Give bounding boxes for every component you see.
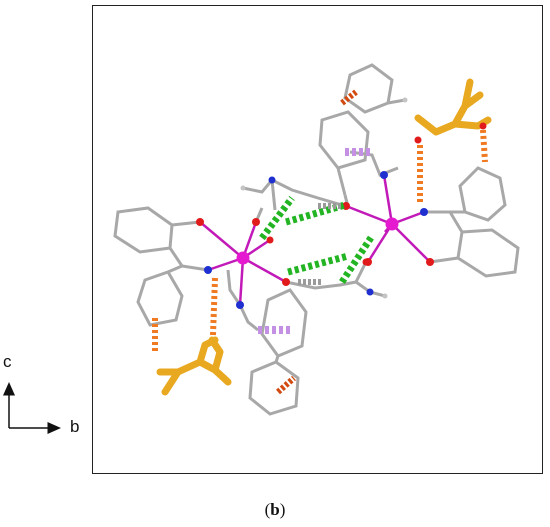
hydrogen-atom xyxy=(240,185,246,191)
solvent-molecule-upper xyxy=(414,78,492,136)
hydrogen-bond-green xyxy=(339,234,375,284)
ethylene-chain xyxy=(226,269,242,306)
figure-caption: (b) xyxy=(0,500,550,520)
phenyl-ring-upper xyxy=(318,110,370,170)
oxygen-atom xyxy=(414,136,422,144)
phenyl-ring-right xyxy=(458,166,507,222)
hydrogen-bond-green xyxy=(287,252,349,276)
coordination-bond xyxy=(242,256,287,284)
coordination-bond xyxy=(391,223,431,263)
figure-frame xyxy=(92,5,543,474)
bond xyxy=(429,256,459,264)
phenolate-ring-left xyxy=(113,206,174,254)
bond xyxy=(387,98,406,105)
bond xyxy=(167,264,183,274)
oxygen-atom xyxy=(479,122,487,130)
bond xyxy=(354,261,368,283)
bond xyxy=(274,355,280,363)
coordination-bond xyxy=(382,174,394,225)
hydrogen-bond-green xyxy=(285,201,346,226)
imine-bond xyxy=(424,210,464,233)
ethylene-chain xyxy=(238,304,259,332)
hydrogen-bond-green xyxy=(259,195,295,241)
nitrogen-atom xyxy=(366,288,374,296)
oxygen-atom xyxy=(266,236,274,244)
b-axis-label: b xyxy=(70,417,80,436)
bond xyxy=(270,179,277,211)
caption-letter: b xyxy=(270,500,280,519)
solvent-molecule-lower xyxy=(156,336,232,396)
nitrogen-atom xyxy=(204,266,212,274)
oxygen-atom xyxy=(252,218,260,226)
nitrogen-atom xyxy=(420,208,428,216)
oxygen-atom xyxy=(362,258,370,266)
amide-arm-upper xyxy=(242,178,346,208)
oxygen-atom xyxy=(282,278,290,286)
caption-close: ) xyxy=(279,500,286,519)
hydrogen-bond-orange xyxy=(480,129,488,163)
phenyl-ring-lower xyxy=(260,288,308,358)
axis-indicator xyxy=(2,382,61,434)
coordination-bond xyxy=(199,221,244,259)
contact-orange xyxy=(276,375,296,395)
oxygen-atom xyxy=(426,258,434,266)
hydrogen-atom xyxy=(402,97,408,103)
nitrogen-atom xyxy=(268,176,276,184)
nitrogen-atom xyxy=(380,171,388,179)
hydrogen-bond-orange xyxy=(210,277,218,336)
phenyl-ring-bottom xyxy=(248,360,300,416)
phenyl-ring-top xyxy=(343,63,394,114)
oxygen-atom xyxy=(196,218,204,226)
c-axis-label: c xyxy=(3,352,12,371)
coordination-bond xyxy=(238,257,245,306)
imine-bond xyxy=(168,247,209,272)
coordination-bond xyxy=(345,204,393,226)
lower-left-molecule xyxy=(113,206,388,416)
nitrogen-atom xyxy=(236,301,244,309)
upper-right-molecule xyxy=(240,63,520,278)
bond xyxy=(336,167,347,196)
caption-open: ( xyxy=(264,500,271,519)
phenolate-ring-right xyxy=(456,228,520,278)
hydrogen-atom xyxy=(382,293,388,299)
phenyl-ring-left xyxy=(136,270,184,327)
bond xyxy=(171,220,201,227)
metal-atom xyxy=(236,251,250,265)
central-hydrogen-bonds xyxy=(259,195,375,285)
metal-atom xyxy=(385,217,399,231)
contact-orange xyxy=(340,89,358,106)
